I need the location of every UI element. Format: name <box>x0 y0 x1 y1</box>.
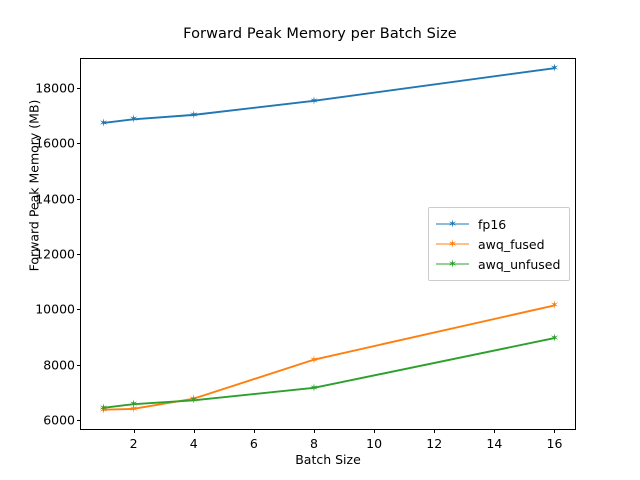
legend-swatch-icon: ✶ <box>436 258 469 270</box>
chart-title: Forward Peak Memory per Batch Size <box>183 26 457 42</box>
x-tick-label: 12 <box>426 436 443 451</box>
x-tick-mark <box>133 429 135 433</box>
y-axis-label: Forward Peak Memory (MB) <box>26 99 42 272</box>
y-tick-label: 18000 <box>35 80 75 96</box>
y-tick-label: 14000 <box>35 191 75 207</box>
y-tick-mark <box>77 88 81 90</box>
legend-swatch-icon: ✶ <box>436 218 469 230</box>
x-axis-label: Batch Size <box>295 452 361 467</box>
x-tick-label: 14 <box>486 436 503 451</box>
legend-label: awq_fused <box>478 236 545 252</box>
x-tick-mark <box>374 429 376 433</box>
x-tick-mark <box>554 429 556 433</box>
y-tick-label: 16000 <box>35 135 75 151</box>
x-tick-label: 6 <box>249 436 258 451</box>
x-tick-label: 4 <box>189 436 198 451</box>
x-tick-mark <box>193 429 195 433</box>
series-line-awq_fused <box>102 304 556 411</box>
x-tick-mark <box>434 429 436 433</box>
y-tick-mark <box>77 143 81 145</box>
x-tick-mark <box>313 429 315 433</box>
y-tick-mark <box>77 198 81 200</box>
y-tick-label: 6000 <box>43 412 75 428</box>
y-tick-label: 10000 <box>35 301 75 317</box>
legend-item-fp16[interactable]: ✶ fp16 <box>436 214 560 234</box>
y-tick-label: 12000 <box>35 246 75 262</box>
y-tick-mark <box>77 419 81 421</box>
legend: ✶ fp16 ✶ awq_fused ✶ awq_unfused <box>428 207 571 281</box>
x-tick-mark <box>253 429 255 433</box>
series-line-fp16 <box>102 67 556 124</box>
series-lines <box>102 67 556 411</box>
y-tick-mark <box>77 309 81 311</box>
y-tick-mark <box>77 253 81 255</box>
x-tick-label: 10 <box>366 436 383 451</box>
series-line-awq_unfused <box>102 337 556 409</box>
y-tick-mark <box>77 364 81 366</box>
legend-swatch-icon: ✶ <box>436 238 469 250</box>
legend-item-awq_fused[interactable]: ✶ awq_fused <box>436 234 560 254</box>
x-tick-label: 8 <box>309 436 318 451</box>
legend-label: awq_unfused <box>478 256 561 272</box>
x-tick-mark <box>494 429 496 433</box>
x-tick-label: 16 <box>546 436 563 451</box>
y-tick-label: 8000 <box>43 357 75 373</box>
x-tick-label: 2 <box>129 436 138 451</box>
legend-label: fp16 <box>478 216 507 232</box>
legend-item-awq_unfused[interactable]: ✶ awq_unfused <box>436 254 560 274</box>
